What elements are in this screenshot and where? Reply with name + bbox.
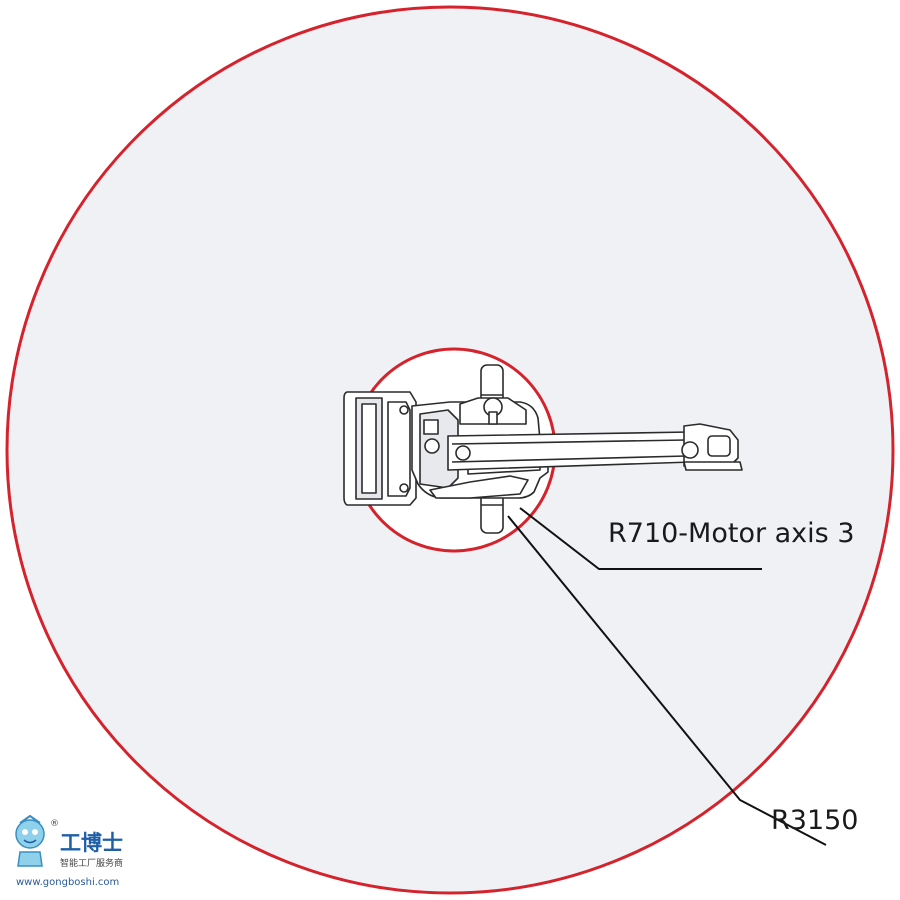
robot-top-view [343,364,743,534]
watermark: ® 工博士 智能工厂服务商 www.gongboshi.com [15,814,123,888]
motor-axis-leader-line [519,507,762,570]
motor-axis-label: R710-Motor axis 3 [608,518,855,549]
watermark-subtitle: 智能工厂服务商 [60,857,123,869]
watermark-logo-text: 工博士 [60,830,123,855]
working-range-label: R3150 [771,805,858,836]
watermark-url: www.gongboshi.com [16,877,119,888]
robot-mascot-icon [15,814,45,867]
working-range-leader-line [507,515,827,846]
registered-mark: ® [50,819,59,829]
